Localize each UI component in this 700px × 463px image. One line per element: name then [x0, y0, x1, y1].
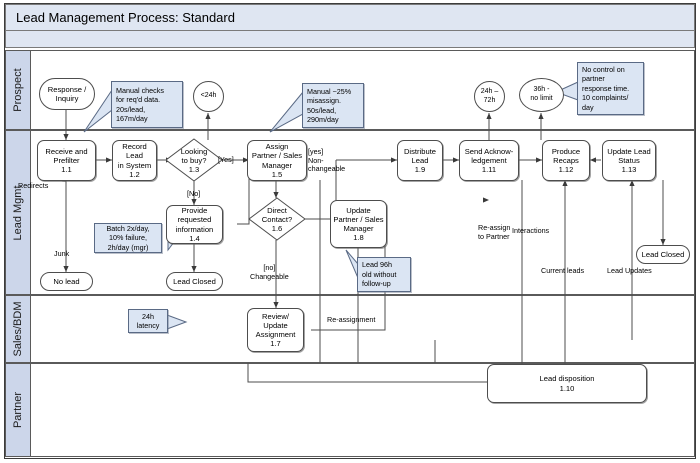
- swimlane-label-lead-mgmt: Lead Mgmt: [6, 131, 31, 294]
- flow-label-lead-updates: Lead Updates: [607, 266, 652, 275]
- node-review-update-assignment[interactable]: Review/ Update Assignment 1.7: [247, 308, 304, 352]
- flow-label-current-leads: Current leads: [541, 266, 585, 275]
- note-manual-checks: Manual checks for req'd data. 20s/lead, …: [111, 81, 183, 128]
- timer-24h-72h: 24h – 72h: [474, 81, 505, 112]
- flow-label-reassignment: Re-assignment: [327, 315, 376, 324]
- node-produce-recaps[interactable]: Produce Recaps 1.12: [542, 140, 590, 181]
- flow-label-no-changeable: [no] Changeable: [250, 263, 289, 281]
- flow-label-interactions: Interactions: [512, 226, 550, 235]
- page-title: Lead Management Process: Standard: [16, 10, 235, 25]
- swimlane-label-partner: Partner: [6, 364, 31, 456]
- flow-label-reassign-to-partner: Re-assign to Partner: [478, 223, 511, 241]
- node-lead-disposition[interactable]: Lead disposition 1.10: [487, 364, 647, 403]
- node-lead-closed-right[interactable]: Lead Closed: [636, 245, 690, 264]
- swimlane-sales-bdm: Sales/BDM: [5, 295, 695, 363]
- flow-label-no-looking: [No]: [187, 189, 201, 198]
- node-send-acknowledgement[interactable]: Send Acknow- ledgement 1.11: [459, 140, 519, 181]
- timer-under-24h: <24h: [193, 81, 224, 112]
- decision-looking-to-buy[interactable]: Looking to buy? 1.3: [165, 138, 223, 183]
- diagram-title-bar: Lead Management Process: Standard: [5, 4, 695, 31]
- node-record-lead[interactable]: Record Lead in System 1.2: [112, 140, 157, 181]
- timer-36h-no-limit: 36h - no limit: [519, 78, 564, 112]
- node-response-inquiry[interactable]: Response / Inquiry: [39, 78, 95, 110]
- flow-label-redirects: Redirects: [18, 181, 49, 190]
- node-no-lead[interactable]: No lead: [40, 272, 93, 291]
- node-lead-closed-left[interactable]: Lead Closed: [166, 272, 223, 291]
- node-distribute-lead[interactable]: Distribute Lead 1.9: [397, 140, 443, 181]
- note-no-control: No control on partner response time. 10 …: [577, 62, 644, 115]
- node-update-lead-status[interactable]: Update Lead Status 1.13: [602, 140, 656, 181]
- swimlane-label-sales-bdm: Sales/BDM: [6, 296, 31, 362]
- flow-label-yes-looking: [Yes]: [218, 155, 234, 164]
- node-provide-information[interactable]: Provide requested information 1.4: [166, 205, 223, 244]
- node-receive-prefilter[interactable]: Receive and Prefilter 1.1: [37, 140, 96, 181]
- flow-label-yes-nonchangeable: [yes] Non- changeable: [308, 147, 346, 174]
- note-lead-96h: Lead 96h old without follow-up: [357, 257, 411, 292]
- title-subbar: [5, 31, 695, 48]
- note-24h-latency: 24h latency: [128, 309, 168, 333]
- note-batch: Batch 2x/day, 10% failure, 2h/day (mgr): [94, 223, 162, 253]
- node-update-partner-sales-manager[interactable]: Update Partner / Sales Manager 1.8: [330, 200, 387, 248]
- note-manual-misassign: Manual ~25% misassign. 50s/lead, 290m/da…: [302, 83, 364, 128]
- flow-label-junk: Junk: [54, 249, 70, 258]
- node-assign-partner[interactable]: Assign Partner / Sales Manager 1.5: [247, 140, 307, 181]
- swimlane-label-prospect: Prospect: [6, 51, 31, 129]
- decision-direct-contact-label: Direct Contact? 1.6: [261, 205, 293, 234]
- decision-direct-contact[interactable]: Direct Contact? 1.6: [248, 197, 306, 242]
- decision-looking-to-buy-label: Looking to buy? 1.3: [180, 146, 208, 175]
